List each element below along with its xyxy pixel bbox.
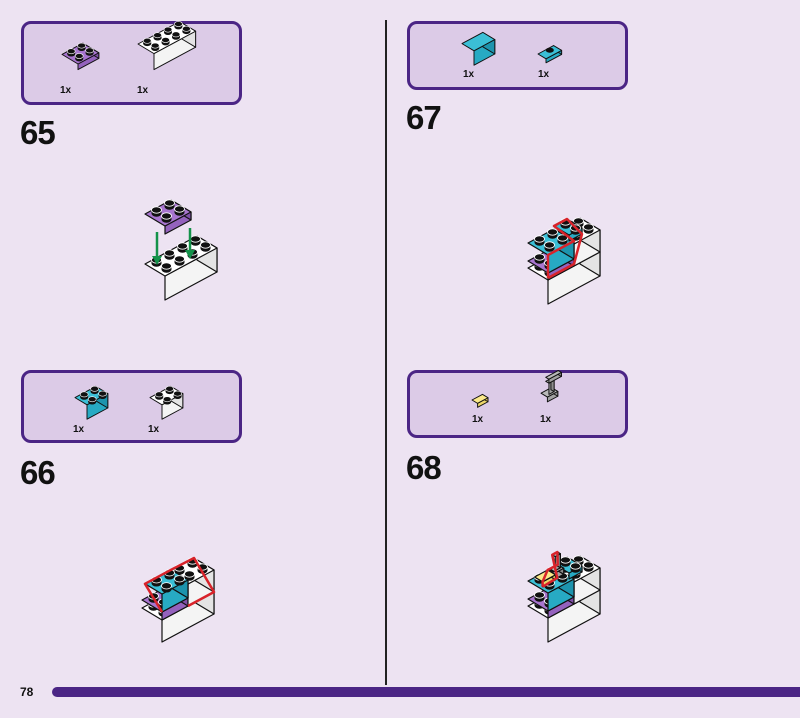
green-arrow-icon [185, 228, 195, 259]
stud [174, 255, 185, 266]
stud [151, 206, 162, 217]
step-number-65: 65 [20, 114, 56, 151]
step-number-68: 68 [406, 449, 442, 486]
stud [162, 396, 172, 405]
stud [77, 42, 86, 51]
stud [534, 253, 545, 264]
stud [98, 390, 107, 399]
new-part-highlight [546, 217, 584, 280]
part-purple-plate-2x2 [61, 42, 100, 71]
step-66-model [141, 556, 216, 643]
brick-top-face [471, 393, 489, 404]
stud [534, 235, 545, 246]
cyan-brick [74, 385, 109, 420]
column-divider [385, 20, 387, 685]
cyan-brick [527, 228, 575, 274]
stud [583, 561, 594, 572]
stud [545, 47, 554, 53]
brick-top-face [149, 385, 184, 406]
part-qty: 1x [148, 424, 160, 435]
stud [150, 42, 160, 51]
stud [74, 53, 84, 62]
stud [153, 32, 162, 41]
stud [174, 205, 185, 216]
gray-brick [545, 370, 562, 384]
stud [557, 572, 568, 583]
stud [557, 234, 568, 245]
stud [161, 262, 172, 273]
stud [544, 241, 555, 252]
stud [66, 48, 76, 57]
stud [182, 25, 191, 35]
white-brick [137, 21, 197, 71]
part-gray-faucet [540, 370, 562, 403]
stud [190, 235, 201, 246]
stud [174, 21, 183, 30]
stud [85, 47, 94, 56]
stud [560, 556, 571, 567]
yellow-brick [471, 393, 489, 408]
part-qty: 1x [60, 85, 72, 96]
stud [177, 242, 188, 253]
stud [583, 223, 594, 234]
stud [161, 582, 172, 593]
stud [534, 591, 545, 602]
brick-top-face [74, 385, 109, 406]
stud [161, 212, 172, 223]
cyan-brick [461, 31, 496, 66]
step-68-model [527, 550, 601, 643]
stud [171, 31, 181, 40]
green-arrow-icon [152, 232, 162, 265]
part-qty: 1x [137, 85, 149, 96]
step-67-model [527, 217, 601, 305]
white-brick [149, 385, 184, 420]
stud [163, 26, 173, 35]
part-qty: 1x [463, 69, 475, 80]
part-qty: 1x [472, 414, 484, 425]
step-67-parts-box: 1x 1x [407, 21, 628, 90]
stud [164, 249, 175, 260]
step-number-66: 66 [20, 454, 56, 491]
stud [90, 385, 99, 395]
part-qty: 1x [540, 414, 552, 425]
step-number-67: 67 [406, 99, 442, 136]
progress-bar [52, 687, 800, 697]
stud [200, 241, 211, 252]
new-part-highlight [143, 556, 216, 613]
brick-top-face [461, 31, 496, 52]
part-white-brick-2x4 [137, 21, 197, 71]
brick-top-face [545, 370, 562, 380]
page-number: 78 [20, 685, 34, 699]
stud [570, 562, 581, 573]
purple-brick [61, 42, 100, 71]
stud [79, 391, 89, 400]
part-cyan-brick-1x2-cutout [461, 31, 496, 66]
step-68-parts-box: 1x 1x [407, 370, 628, 438]
stud [547, 228, 558, 239]
step-65-parts-box: 1x 1x [21, 21, 242, 105]
cyan-brick [537, 45, 563, 64]
new-part-highlight [541, 550, 559, 588]
step-65-new-plate [144, 199, 192, 235]
stud [174, 575, 185, 586]
stud [173, 390, 182, 399]
stud [87, 396, 97, 405]
part-qty: 1x [538, 69, 550, 80]
part-cyan-jumper-plate [537, 45, 563, 64]
purple-brick [144, 199, 192, 235]
step-66-parts-box: 1x 1x [21, 370, 242, 443]
stud [164, 199, 175, 210]
part-cyan-brick-2x2 [74, 385, 109, 420]
part-yellow-round-tile [471, 393, 489, 408]
part-white-brick-2x2 [149, 385, 184, 420]
cyan-brick [144, 569, 189, 613]
stud [165, 385, 174, 395]
part-qty: 1x [73, 424, 85, 435]
stud [154, 391, 164, 400]
stud [161, 37, 170, 46]
stud [142, 37, 152, 47]
